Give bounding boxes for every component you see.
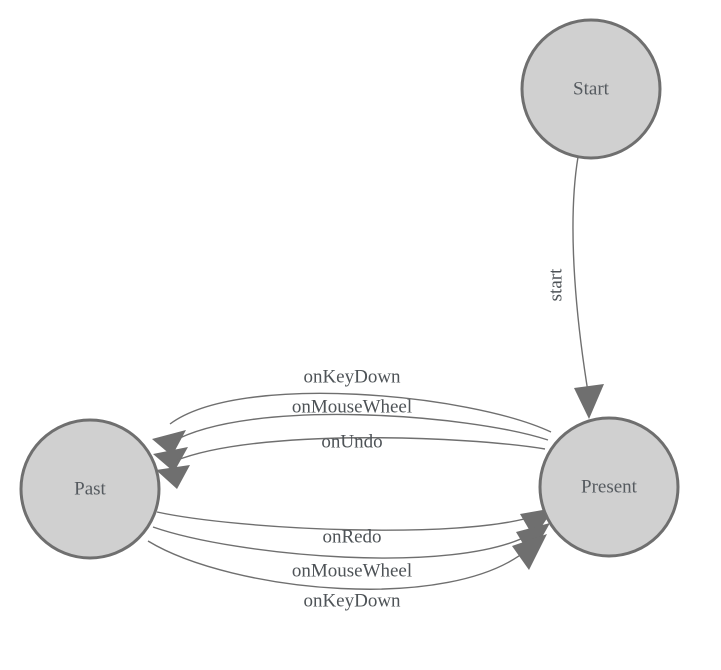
node-past[interactable]: Past <box>19 418 161 560</box>
edge-past-to-present-onkeydown <box>147 534 547 590</box>
node-past-circle[interactable] <box>19 418 161 560</box>
node-present-label: Present <box>581 476 638 497</box>
edge-label-start: start <box>545 268 566 301</box>
edge-label-past-present-onmousewheel: onMouseWheel <box>292 560 412 581</box>
node-present-circle[interactable] <box>538 416 680 558</box>
edge-label-present-past-onundo: onUndo <box>321 431 382 452</box>
node-present[interactable]: Present <box>538 416 680 558</box>
edge-present-to-past-onmousewheel <box>153 413 549 472</box>
edge-label-present-past-onkeydown: onKeyDown <box>303 366 401 387</box>
edge-present-to-past-onundo-arrowhead <box>156 465 190 489</box>
edge-start-to-present-arrowhead <box>574 384 604 419</box>
edge-present-to-past-onundo <box>156 437 546 489</box>
edge-present-to-past-onkeydown-arrowhead <box>152 430 186 456</box>
node-start[interactable]: Start <box>520 18 662 160</box>
edge-past-to-present-onkeydown-path <box>147 540 529 590</box>
edge-present-to-past-onmousewheel-path <box>171 413 549 443</box>
edge-label-start-text: start <box>545 268 566 301</box>
edge-present-to-past-onkeydown-path <box>169 392 552 433</box>
node-start-circle[interactable] <box>520 18 662 160</box>
node-start-label: Start <box>573 78 610 99</box>
edge-present-to-past-onkeydown <box>152 392 552 456</box>
node-past-label: Past <box>74 478 106 499</box>
edge-present-to-past-onundo-path <box>174 437 546 462</box>
edge-label-past-present-onredo: onRedo <box>322 526 381 547</box>
edge-past-to-present-onmousewheel-path <box>152 526 532 559</box>
edge-label-present-past-onmousewheel: onMouseWheel <box>292 396 412 417</box>
edge-past-to-present-onkeydown-arrowhead <box>512 534 547 570</box>
edge-past-to-present-onredo-path <box>156 511 536 531</box>
edge-start-to-present-path <box>572 156 589 393</box>
edge-label-past-present-onkeydown: onKeyDown <box>303 590 401 611</box>
edge-start-to-present <box>572 156 604 419</box>
edge-present-to-past-onmousewheel-arrowhead <box>153 447 188 472</box>
